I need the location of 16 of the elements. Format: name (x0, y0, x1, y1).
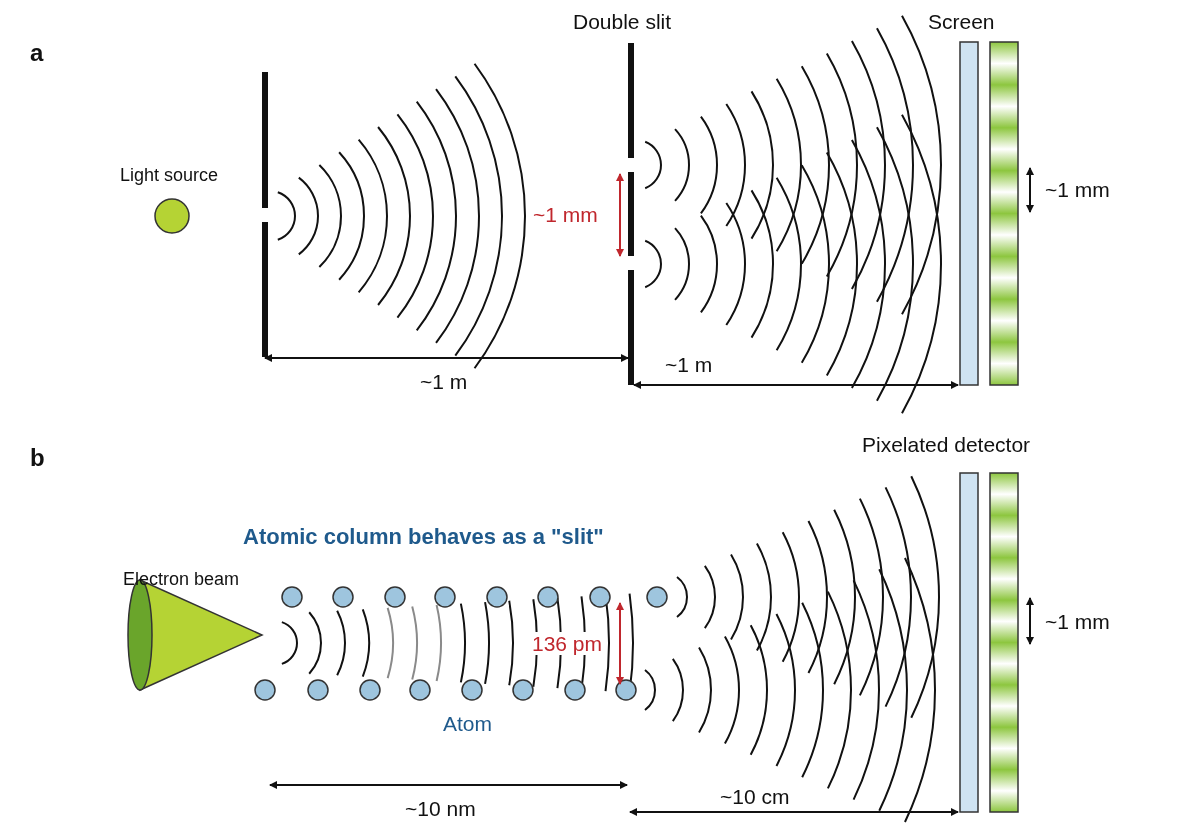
caption-label: Pixelated detector (862, 433, 1031, 457)
panel-label: a (30, 40, 44, 67)
dimension-label: ~1 mm (533, 203, 598, 227)
heading-label: Atomic column behaves as a "slit" (243, 525, 604, 550)
dimension-label: ~1 m (420, 370, 468, 394)
dimension-label: ~1 mm (1045, 178, 1110, 202)
caption-label: Light source (120, 166, 219, 186)
caption-label: Double slit (573, 10, 672, 34)
caption-label: Electron beam (123, 570, 240, 590)
dimension-label: ~10 nm (405, 797, 476, 821)
caption-label: Screen (928, 10, 995, 34)
dimension-label: ~1 m (665, 353, 713, 377)
caption-label: Atom (443, 712, 492, 736)
dimension-label: ~1 mm (1045, 610, 1110, 634)
dimension-label: ~10 cm (720, 785, 790, 809)
panel-label: b (30, 445, 45, 472)
